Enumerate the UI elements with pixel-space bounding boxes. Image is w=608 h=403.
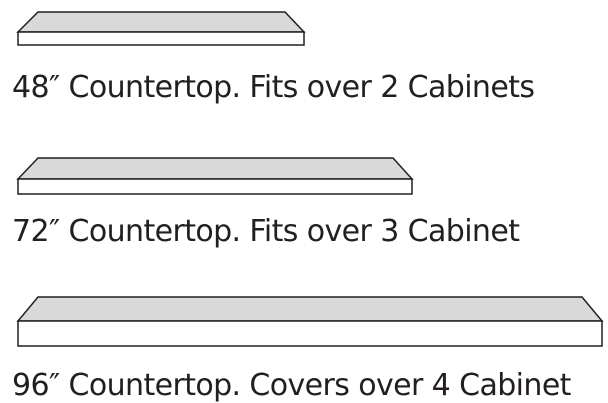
- countertop-72-illustration: [16, 157, 414, 195]
- countertop-96-top-surface: [16, 296, 604, 322]
- countertop-72-item: 72″ Countertop. Fits over 3 Cabinet: [0, 150, 608, 260]
- countertop-96-front-edge: [17, 320, 603, 347]
- countertop-96-illustration: [16, 296, 604, 347]
- countertop-48-front-edge: [17, 31, 305, 46]
- countertop-72-top-surface: [16, 157, 414, 180]
- countertop-48-illustration: [16, 11, 306, 46]
- countertop-48-label: 48″ Countertop. Fits over 2 Cabinets: [12, 70, 535, 105]
- countertop-96-item: 96″ Countertop. Covers over 4 Cabinet: [0, 285, 608, 403]
- countertop-96-label: 96″ Countertop. Covers over 4 Cabinet: [12, 368, 571, 403]
- countertop-48-top-surface: [16, 11, 306, 33]
- countertop-72-front-edge: [17, 178, 413, 195]
- countertop-72-label: 72″ Countertop. Fits over 3 Cabinet: [12, 214, 520, 249]
- countertop-48-item: 48″ Countertop. Fits over 2 Cabinets: [0, 0, 608, 110]
